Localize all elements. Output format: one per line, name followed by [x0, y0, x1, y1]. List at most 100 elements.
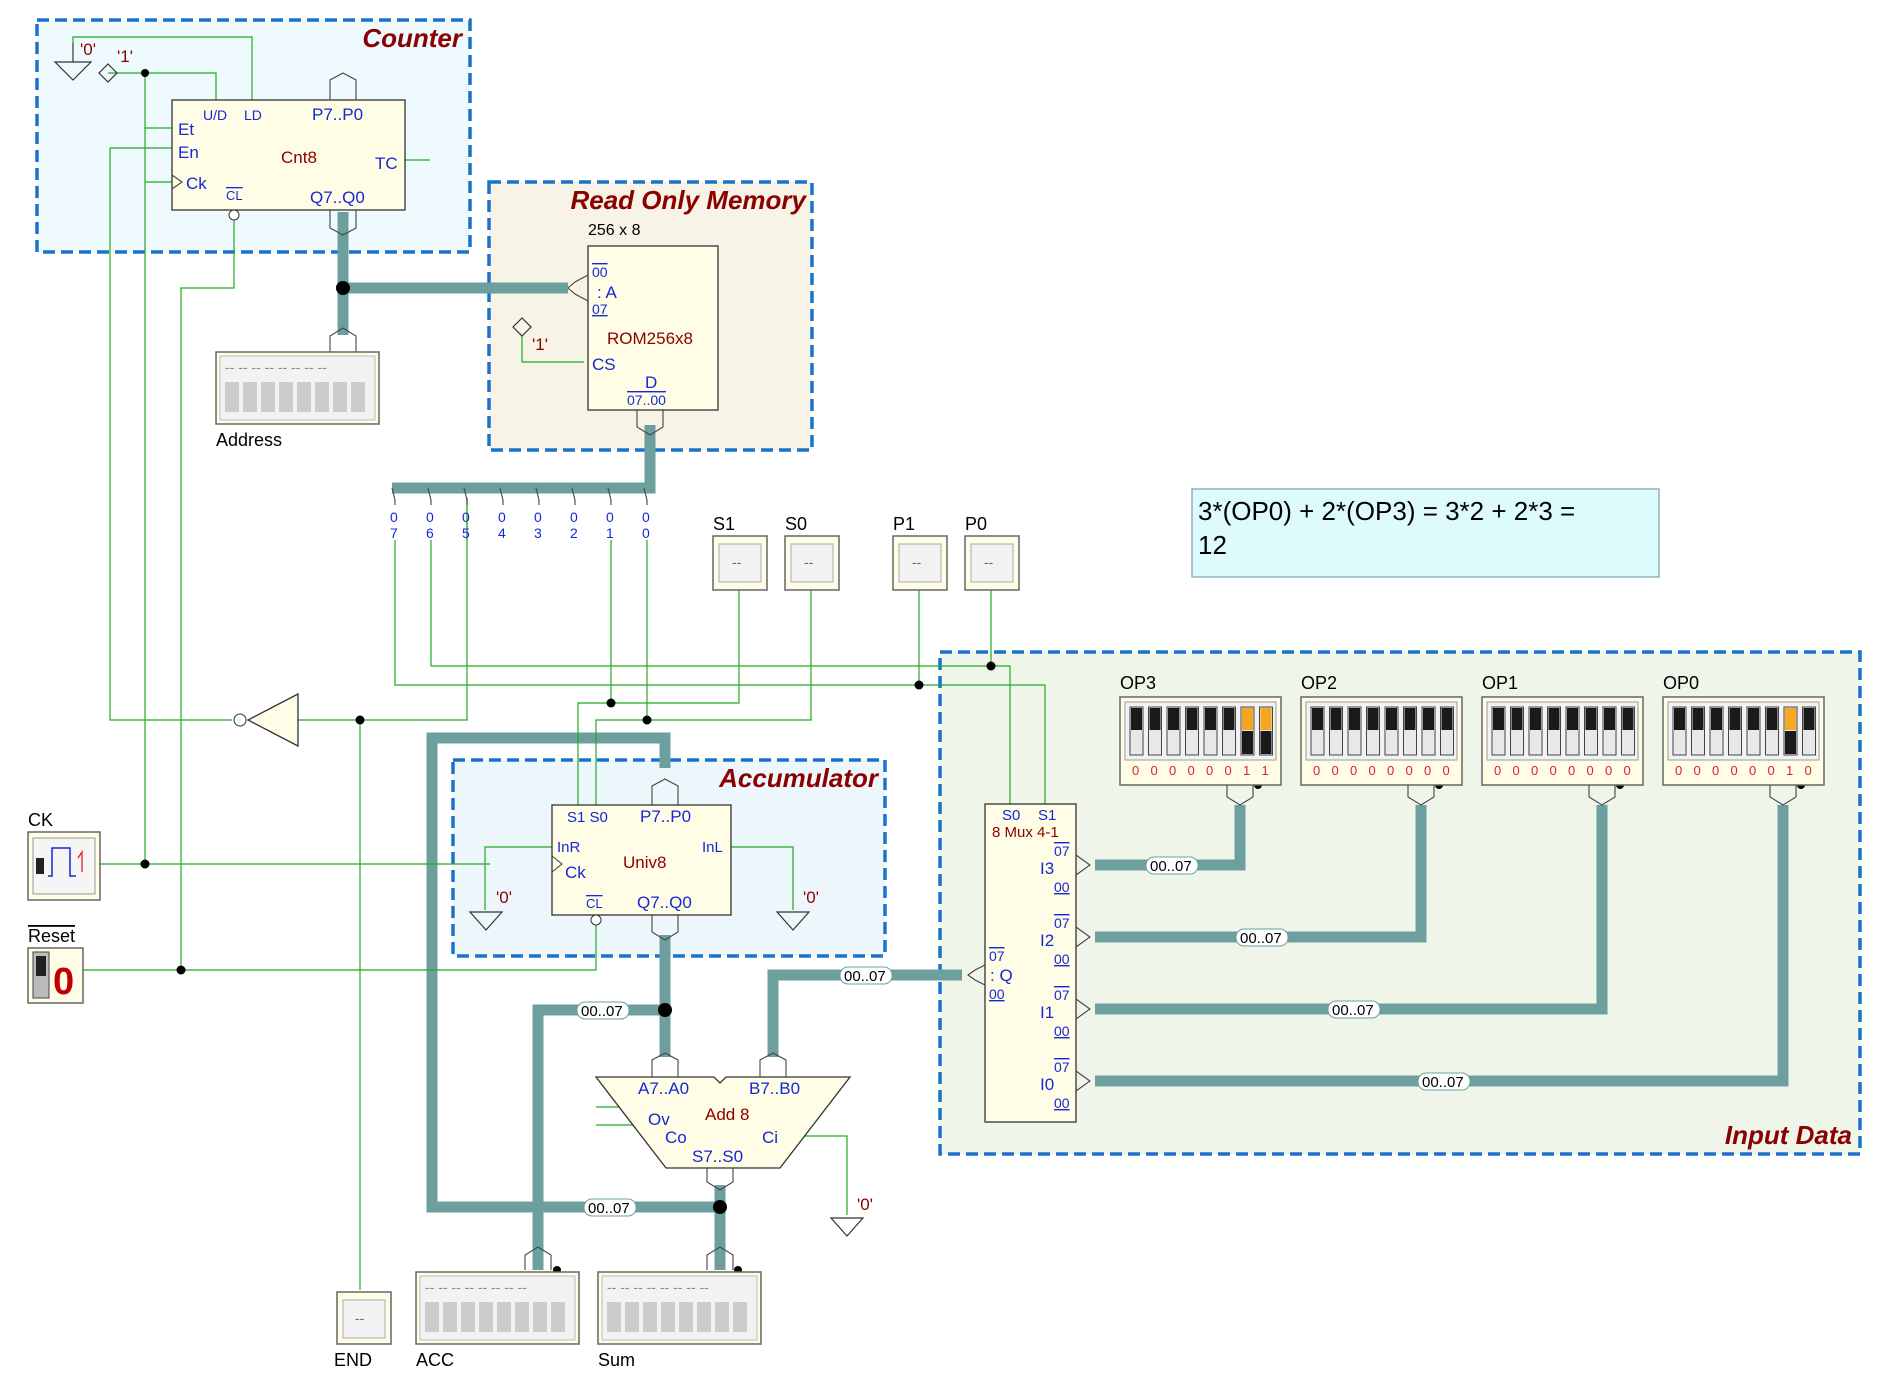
rom-title: Read Only Memory [570, 185, 807, 215]
probe-p0: P0 -- [964, 514, 1020, 591]
counter-chip[interactable]: Et En Ck U/D LD P7..P0 Cnt8 TC CL Q7..Q0 [171, 72, 406, 236]
dip-bit-value: 0 [1332, 763, 1339, 778]
svg-text:07: 07 [1054, 843, 1070, 859]
svg-text:00..07: 00..07 [1332, 1002, 1374, 1019]
svg-text:Et: Et [178, 120, 194, 139]
svg-text:Ov: Ov [648, 1110, 670, 1129]
svg-text:CK: CK [28, 810, 53, 830]
svg-text:En: En [178, 143, 199, 162]
svg-text:'0': '0' [803, 888, 819, 907]
dip-bit-value: 0 [1675, 763, 1682, 778]
dip-bit-value: 0 [1169, 763, 1176, 778]
dip-bit-value: 0 [1188, 763, 1195, 778]
svg-text:--: -- [804, 554, 814, 570]
constant-zero-ci: '0' [829, 1195, 873, 1237]
svg-text:'0': '0' [496, 888, 512, 907]
svg-text:00: 00 [989, 986, 1005, 1002]
bus-labels: 00..07 00..07 00..07 00..07 00..07 00..0… [576, 856, 1471, 1217]
dip-bit-value: 0 [1768, 763, 1775, 778]
svg-text:12: 12 [1198, 530, 1227, 560]
mux-chip[interactable]: S0 S1 8 Mux 4-1 07 I3 00 07 I2 00 07 I1 … [967, 803, 1091, 1123]
rom-bit-6: 06 [426, 487, 434, 541]
clock-source[interactable]: CK [27, 810, 101, 901]
svg-text:3*(OP0) + 2*(OP3) = 3*2 + 2*3: 3*(OP0) + 2*(OP3) = 3*2 + 2*3 = [1198, 496, 1575, 526]
dip-knob [1674, 708, 1685, 730]
dip-bit-value: 0 [1605, 763, 1612, 778]
svg-text:00..07: 00..07 [844, 968, 886, 985]
dip-label: OP1 [1482, 673, 1518, 693]
svg-text:07: 07 [1054, 987, 1070, 1003]
svg-text:--: -- [984, 554, 994, 570]
end-probe: -- END [334, 1291, 392, 1370]
dip-bit-value: 1 [1786, 763, 1793, 778]
constant-zero-inr: '0' [468, 888, 512, 931]
dip-knob [1349, 708, 1360, 730]
dip-knob [1493, 708, 1504, 730]
svg-text:00..07: 00..07 [1422, 1074, 1464, 1091]
accumulator-chip[interactable]: S1 S0 P7..P0 InR InL Ck Univ8 CL Q7..Q0 [551, 778, 732, 941]
reset-switch[interactable]: Reset 0 [27, 926, 84, 1004]
svg-text:00: 00 [1054, 879, 1070, 895]
adder-chip[interactable]: A7..A0 B7..B0 Add 8 Ov Co Ci S7..S0 [594, 1052, 852, 1191]
svg-text:0: 0 [426, 509, 434, 525]
svg-text:Ci: Ci [762, 1128, 778, 1147]
svg-text:Reset: Reset [28, 926, 75, 946]
dip-knob [1530, 708, 1541, 730]
dip-bit-value: 0 [1568, 763, 1575, 778]
dip-bit-value: 0 [1587, 763, 1594, 778]
svg-text:--: -- [355, 1310, 365, 1326]
svg-text:S0: S0 [1002, 807, 1020, 824]
dip-bit-value: 1 [1262, 763, 1269, 778]
svg-text:I1: I1 [1040, 1003, 1054, 1022]
rom-bit-2: 02 [570, 487, 578, 541]
svg-text:00..07: 00..07 [1150, 858, 1192, 875]
dip-bit-value: 0 [1550, 763, 1557, 778]
dip-knob [1622, 708, 1634, 730]
dip-knob [1242, 708, 1253, 730]
dip-knob [1567, 708, 1578, 730]
svg-text:--: -- [912, 554, 922, 570]
svg-text:LD: LD [244, 107, 262, 123]
dip-knob [1367, 708, 1379, 730]
svg-text:Add 8: Add 8 [705, 1105, 749, 1124]
svg-text:'0': '0' [80, 40, 96, 59]
rom-chip[interactable]: 256 x 8 00 : A 07 ROM256x8 CS D 07..00 [567, 222, 719, 436]
svg-text:I3: I3 [1040, 859, 1054, 878]
svg-text:-- -- -- -- -- -- -- --: -- -- -- -- -- -- -- -- [425, 1279, 527, 1295]
svg-text:Co: Co [665, 1128, 687, 1147]
inverter-gate[interactable] [233, 692, 299, 748]
dip-bit-value: 0 [1132, 763, 1139, 778]
svg-text:U/D: U/D [203, 107, 227, 123]
dip-knob [1748, 708, 1759, 730]
svg-text:4: 4 [498, 525, 506, 541]
svg-text:0: 0 [462, 509, 470, 525]
dip-label: OP0 [1663, 673, 1699, 693]
constant-zero-counter: '0' [53, 40, 96, 81]
dip-bit-value: 0 [1494, 763, 1501, 778]
svg-text:P1: P1 [893, 514, 915, 534]
svg-text:0: 0 [642, 525, 650, 541]
svg-text:07: 07 [1054, 915, 1070, 931]
dip-bit-value: 0 [1406, 763, 1413, 778]
dip-label: OP2 [1301, 673, 1337, 693]
svg-text:00: 00 [592, 264, 608, 280]
svg-text:P7..P0: P7..P0 [312, 105, 363, 124]
constant-zero-inl: '0' [775, 888, 819, 931]
svg-text:I0: I0 [1040, 1075, 1054, 1094]
svg-text:00: 00 [1054, 951, 1070, 967]
dip-bit-value: 0 [1694, 763, 1701, 778]
rom-bit-5: 05 [462, 487, 470, 541]
dip-knob [1131, 708, 1142, 730]
buses [337, 212, 1789, 1270]
dip-knob [1604, 708, 1615, 730]
dip-knob [1511, 708, 1523, 730]
svg-text:00: 00 [1054, 1095, 1070, 1111]
dip-bit-value: 0 [1513, 763, 1520, 778]
dip-bit-value: 0 [1206, 763, 1213, 778]
rom-bit-0: 00 [642, 487, 650, 541]
